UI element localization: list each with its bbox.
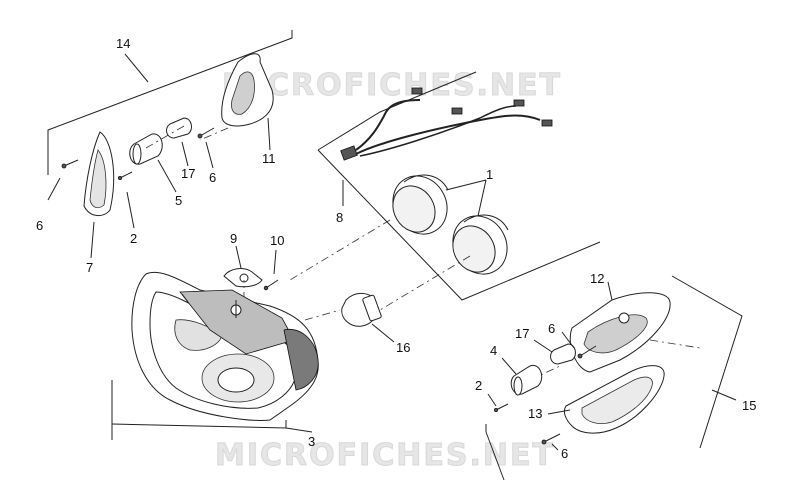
group-bracket-14 <box>47 30 293 175</box>
callout-11: 11 <box>262 151 276 166</box>
callout-5: 5 <box>175 193 182 208</box>
callout-4: 4 <box>490 343 497 358</box>
clamp-screw <box>263 249 279 291</box>
callout-13: 13 <box>528 406 542 421</box>
lamp-ring-upper <box>392 174 449 235</box>
group-bracket-8 <box>317 71 601 301</box>
callout-17-left: 17 <box>181 166 195 181</box>
watermark-bottom: MICROFICHES.NET <box>215 438 555 473</box>
small-screw-right <box>487 393 509 412</box>
callout-12: 12 <box>590 271 604 286</box>
group-bracket-3 <box>111 380 313 440</box>
callout-6-right-lower: 6 <box>561 446 568 461</box>
bulb-socket-right <box>501 357 543 396</box>
screw-right-upper <box>561 331 597 359</box>
callout-3: 3 <box>308 434 315 449</box>
bulb-left <box>166 117 192 167</box>
screw-left <box>47 159 79 201</box>
callout-15: 15 <box>742 398 756 413</box>
turn-signal-lens-right <box>547 365 665 434</box>
lamp-ring-lower <box>452 214 509 275</box>
small-screw-left <box>118 171 135 229</box>
headlight-assembly <box>131 272 319 421</box>
callout-16: 16 <box>396 340 410 355</box>
clamp <box>223 245 263 288</box>
headlight-bulb <box>341 293 395 343</box>
callout-9: 9 <box>230 231 237 246</box>
callout-labels: 14 17 6 11 5 6 2 7 8 1 9 10 16 3 12 17 6… <box>36 36 756 461</box>
callout-6-right-upper: 6 <box>548 321 555 336</box>
watermark-top: MICROFICHES.NET <box>222 68 562 103</box>
turn-signal-lens-left <box>83 131 115 259</box>
turn-signal-housing-left <box>221 53 274 151</box>
callout-1: 1 <box>486 167 493 182</box>
callout-7: 7 <box>86 260 93 275</box>
screw-right-lower <box>541 433 561 451</box>
callout-2-left: 2 <box>130 231 137 246</box>
callout-14: 14 <box>116 36 130 51</box>
callout-2-right: 2 <box>475 378 482 393</box>
bulb-right <box>533 339 576 365</box>
callout-6-left: 6 <box>36 218 43 233</box>
leader-1 <box>445 179 487 217</box>
turn-signal-housing-right <box>569 281 671 373</box>
screw-middle <box>197 127 215 169</box>
callout-17-right: 17 <box>515 326 529 341</box>
group-bracket-15 <box>485 275 743 481</box>
wiring-harness <box>340 87 553 161</box>
callout-10: 10 <box>270 233 284 248</box>
bulb-socket-left <box>129 133 177 193</box>
callout-8: 8 <box>336 210 343 225</box>
callout-6-middle: 6 <box>209 170 216 185</box>
